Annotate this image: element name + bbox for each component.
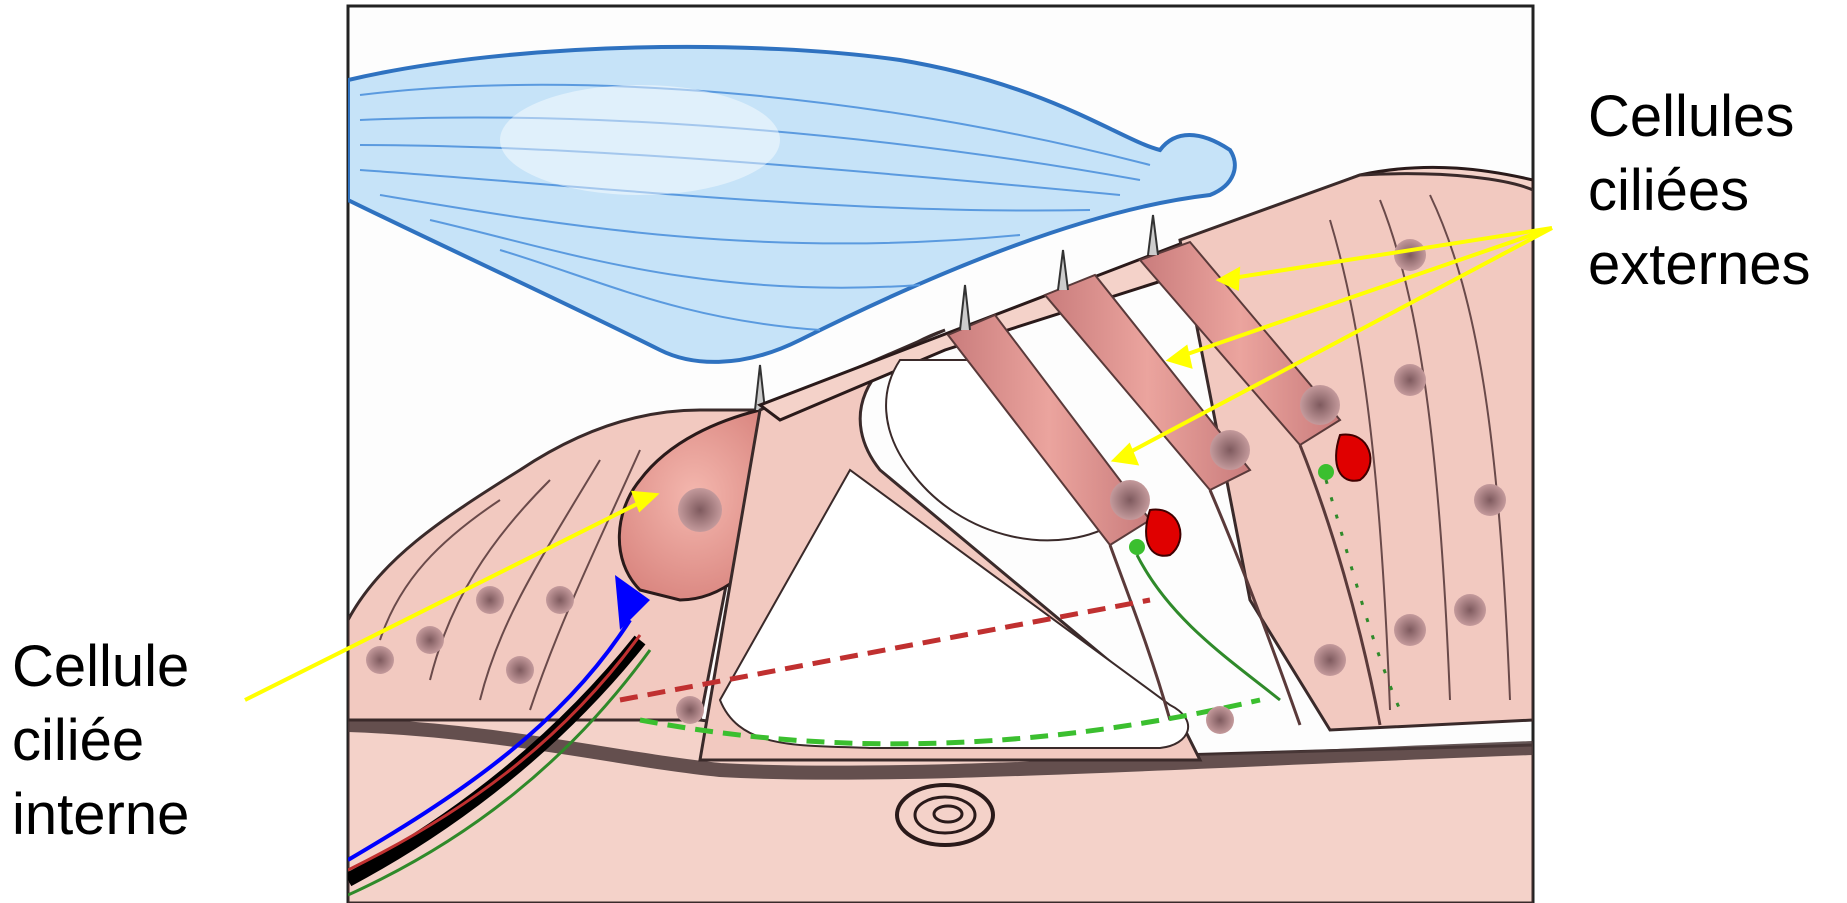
spiral-vessel (897, 785, 993, 845)
outer-hair-cells-label-line-3: externes (1588, 228, 1810, 302)
ihc-nucleus (678, 488, 722, 532)
tectorial-stripe (500, 85, 780, 195)
inner-hair-cell-label-line-2: ciliée (12, 704, 189, 778)
inner-hair-cell-label-line-1: Cellule (12, 630, 189, 704)
outer-hair-cells-label-line-1: Cellules (1588, 80, 1810, 154)
inner-hair-cell-label: Cellule ciliée interne (12, 630, 189, 852)
outer-hair-cells-label-line-2: ciliées (1588, 154, 1810, 228)
inner-hair-cell-label-line-3: interne (12, 778, 189, 852)
outer-hair-cells-label: Cellules ciliées externes (1588, 80, 1810, 302)
